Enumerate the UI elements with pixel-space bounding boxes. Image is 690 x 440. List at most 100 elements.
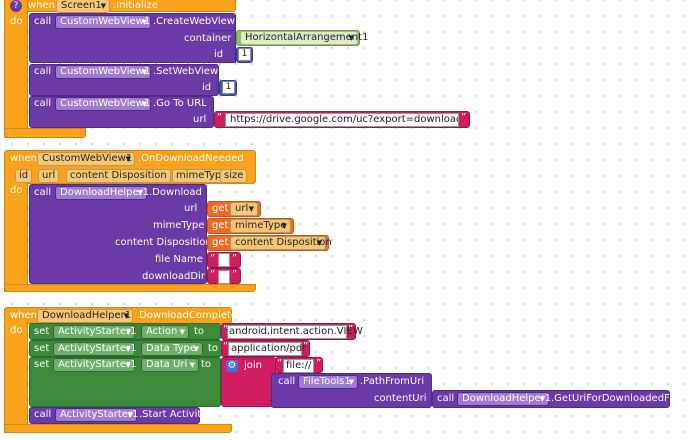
to-keyword: to — [201, 359, 212, 370]
component-dropdown-screen1[interactable]: Screen1▼ — [56, 0, 110, 13]
text-field-action[interactable]: android.intent.action.VIEW — [227, 325, 363, 339]
method-name: .CreateWebView — [153, 16, 235, 27]
chevron-down-icon: ▼ — [123, 312, 129, 320]
param-label-content-uri: contentUri — [374, 393, 427, 404]
get-keyword: get — [212, 237, 229, 248]
do-keyword: do — [10, 325, 23, 336]
chevron-down-icon: ▼ — [127, 411, 133, 419]
join-keyword: join — [244, 360, 263, 371]
event-name: .OnDownloadNeeded — [138, 153, 244, 164]
when-keyword: when — [28, 0, 56, 11]
when-keyword: when — [10, 310, 38, 321]
event-param-mimetype[interactable]: mimeType — [172, 169, 232, 183]
method-name: .Download — [149, 187, 202, 198]
component-dropdown-activitystarter[interactable]: ActivityStarter1▼ — [53, 325, 136, 339]
component-dropdown-customwebview[interactable]: CustomWebView1▼ — [37, 152, 135, 166]
quote-icon: ” — [348, 324, 354, 335]
text-field-url[interactable]: https://drive.google.com/uc?export=downl… — [225, 113, 459, 127]
number-field-id[interactable]: 1 — [238, 48, 251, 61]
text-field-empty[interactable] — [218, 253, 230, 267]
component-dropdown-horizontal-arrangement[interactable]: HorizontalArrangement1▼ — [240, 31, 368, 45]
property-dropdown-action[interactable]: Action▼ — [141, 325, 189, 339]
chevron-down-icon: ▼ — [137, 189, 143, 197]
component-dropdown-activitystarter[interactable]: ActivityStarter1▼ — [53, 342, 136, 356]
variable-dropdown-mimetype[interactable]: mimeType▼ — [230, 219, 291, 233]
event-block-on-download-needed[interactable]: when CustomWebView1▼ .OnDownloadNeeded i… — [0, 150, 340, 292]
quote-icon: “ — [210, 269, 216, 280]
component-dropdown-downloadhelper[interactable]: DownloadHelper1▼ — [457, 392, 551, 406]
chevron-down-icon: ▼ — [125, 328, 131, 336]
chevron-down-icon: ▼ — [348, 34, 354, 42]
param-label-container: container — [184, 33, 232, 44]
when-keyword: when — [10, 153, 38, 164]
property-dropdown-data-type[interactable]: Data Type▼ — [141, 342, 203, 356]
event-param-content-disposition[interactable]: content Disposition — [66, 169, 171, 183]
component-dropdown-activitystarter[interactable]: ActivityStarter1▼ — [55, 408, 138, 422]
event-bottom-bar — [4, 284, 256, 292]
event-block-screen-initialize[interactable]: ? when Screen1▼ .Initialize do call Cust… — [0, 0, 475, 138]
event-bottom-bar — [4, 424, 232, 433]
text-field-data-type[interactable]: application/pdf — [228, 342, 306, 356]
component-dropdown-activitystarter[interactable]: ActivityStarter1▼ — [53, 358, 136, 372]
call-keyword: call — [34, 98, 52, 109]
set-keyword: set — [34, 343, 50, 354]
variable-dropdown-content-disposition[interactable]: content Disposition▼ — [230, 236, 332, 250]
method-name: .GetUriForDownloadedFile — [551, 393, 681, 404]
component-dropdown-customwebview[interactable]: CustomWebView1▼ — [55, 97, 151, 111]
method-name: .SetWebView — [153, 66, 219, 77]
chevron-down-icon: ▼ — [189, 361, 195, 369]
property-dropdown-data-uri[interactable]: Data Uri▼ — [141, 358, 199, 372]
text-field-file-scheme[interactable]: file:// — [283, 359, 314, 373]
event-left-bar — [4, 321, 28, 433]
quote-icon: ” — [232, 253, 238, 264]
call-block-download[interactable] — [29, 184, 207, 284]
chevron-down-icon: ▼ — [125, 361, 131, 369]
param-label-content-disposition: content Disposition — [115, 237, 212, 248]
event-param-size[interactable]: size — [220, 169, 248, 183]
quote-icon: “ — [223, 341, 229, 352]
to-keyword: to — [194, 326, 205, 337]
quote-icon: ” — [303, 341, 309, 352]
event-param-url[interactable]: url — [38, 169, 60, 183]
quote-icon: “ — [217, 112, 223, 123]
call-keyword: call — [34, 16, 52, 27]
chevron-down-icon: ▼ — [193, 345, 199, 353]
get-keyword: get — [212, 220, 229, 231]
quote-icon: ” — [461, 112, 467, 123]
event-left-bar — [4, 180, 28, 292]
help-icon[interactable]: ? — [10, 0, 22, 12]
variable-dropdown-url[interactable]: url▼ — [230, 202, 258, 216]
param-label-download-dir: downloadDir — [142, 271, 205, 282]
call-keyword: call — [34, 409, 52, 420]
text-field-empty[interactable] — [218, 270, 230, 284]
chevron-down-icon: ▼ — [348, 378, 354, 386]
param-label-file-name: file Name — [155, 254, 203, 265]
param-label-url: url — [193, 114, 207, 125]
method-name: .PathFromUri — [360, 376, 425, 387]
event-name: .Initialize — [113, 0, 159, 11]
chevron-down-icon: ▼ — [100, 2, 106, 10]
quote-icon: “ — [277, 358, 283, 369]
event-block-download-completed[interactable]: when DownloadHelper1▼ .DownloadCompleted… — [0, 307, 690, 433]
component-dropdown-customwebview[interactable]: CustomWebView1▼ — [55, 65, 151, 79]
component-dropdown-customwebview[interactable]: CustomWebView1▼ — [55, 15, 151, 29]
chevron-down-icon: ▼ — [316, 239, 322, 247]
method-name: .Start Activity — [139, 409, 208, 420]
param-label-id: id — [214, 49, 224, 60]
set-keyword: set — [34, 326, 50, 337]
gear-icon[interactable]: ⚙ — [226, 360, 238, 372]
chevron-down-icon: ▼ — [281, 222, 287, 230]
set-keyword: set — [34, 359, 50, 370]
component-dropdown-downloadhelper[interactable]: DownloadHelper1▼ — [55, 186, 149, 200]
component-dropdown-filetools[interactable]: FileTools1▼ — [298, 375, 358, 389]
quote-icon: “ — [210, 253, 216, 264]
param-label-id: id — [202, 82, 212, 93]
chevron-down-icon: ▼ — [141, 18, 147, 26]
number-field-id[interactable]: 1 — [222, 81, 235, 94]
event-name: .DownloadCompleted — [136, 310, 244, 321]
chevron-down-icon: ▼ — [141, 68, 147, 76]
method-name: .Go To URL — [153, 98, 207, 109]
call-keyword: call — [278, 376, 296, 387]
event-param-id[interactable]: id — [15, 169, 33, 183]
component-dropdown-downloadhelper[interactable]: DownloadHelper1▼ — [37, 309, 133, 323]
